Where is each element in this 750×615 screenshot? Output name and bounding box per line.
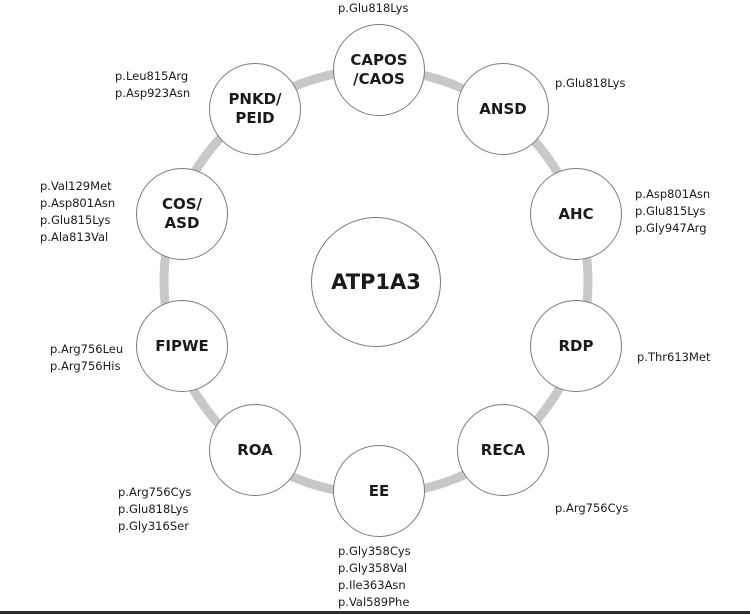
mutation-label: p.Asp801Asn — [635, 187, 711, 201]
bottom-border-line — [0, 611, 750, 614]
node-rdp: RDP — [530, 300, 622, 392]
mutation-label: p.Thr613Met — [637, 350, 711, 364]
node-roa: ROA — [209, 404, 301, 496]
mutation-label: p.Ile363Asn — [338, 578, 406, 592]
mutation-label: p.Gly947Arg — [635, 221, 707, 235]
node-fipwe: FIPWE — [136, 300, 228, 392]
mutation-label: p.Arg756Cys — [118, 485, 192, 499]
mutations-ee: p.Gly358Cys p.Gly358Val p.Ile363Asn p.Va… — [338, 543, 411, 611]
mutations-ansd: p.Glu818Lys — [555, 75, 625, 92]
mutation-label: p.Val589Phe — [338, 595, 410, 609]
mutation-label: p.Val129Met — [40, 179, 112, 193]
mutation-label: p.Gly358Val — [338, 561, 408, 575]
mutations-rdp: p.Thr613Met — [637, 349, 710, 366]
mutation-label: p.Gly358Cys — [338, 544, 411, 558]
mutation-label: p.Ala813Val — [40, 230, 109, 244]
mutation-label: p.Glu815Lys — [635, 204, 706, 218]
mutation-label: p.Gly316Ser — [118, 519, 189, 533]
node-cos-asd: COS/ ASD — [136, 168, 228, 260]
mutation-label: p.Arg756Cys — [555, 501, 629, 515]
mutation-label: p.Glu818Lys — [555, 76, 626, 90]
mutations-reca: p.Arg756Cys — [555, 500, 628, 517]
mutation-label: p.Asp801Asn — [40, 196, 116, 210]
node-capos: CAPOS /CAOS — [333, 24, 425, 116]
mutations-fipwe: p.Arg756Leu p.Arg756His — [50, 341, 123, 375]
mutations-capos: p.Glu818Lys — [338, 0, 408, 17]
mutation-label: p.Arg756His — [50, 359, 121, 373]
mutations-pnkd-peid: p.Leu815Arg p.Asp923Asn — [115, 68, 190, 102]
node-ansd: ANSD — [457, 63, 549, 155]
mutations-roa: p.Arg756Cys p.Glu818Lys p.Gly316Ser — [118, 484, 191, 535]
mutation-label: p.Asp923Asn — [115, 86, 191, 100]
mutation-label: p.Glu818Lys — [338, 1, 409, 15]
mutation-label: p.Glu815Lys — [40, 213, 111, 227]
node-ee: EE — [333, 445, 425, 537]
node-reca: RECA — [457, 404, 549, 496]
node-pnkd-peid: PNKD/ PEID — [209, 63, 301, 155]
mutation-label: p.Glu818Lys — [118, 502, 189, 516]
mutations-ahc: p.Asp801Asn p.Glu815Lys p.Gly947Arg — [635, 186, 710, 237]
mutation-label: p.Leu815Arg — [115, 69, 189, 83]
mutations-cos-asd: p.Val129Met p.Asp801Asn p.Glu815Lys p.Al… — [40, 178, 115, 246]
mutation-label: p.Arg756Leu — [50, 342, 124, 356]
node-ahc: AHC — [530, 168, 622, 260]
center-node-atp1a3: ATP1A3 — [311, 217, 441, 347]
